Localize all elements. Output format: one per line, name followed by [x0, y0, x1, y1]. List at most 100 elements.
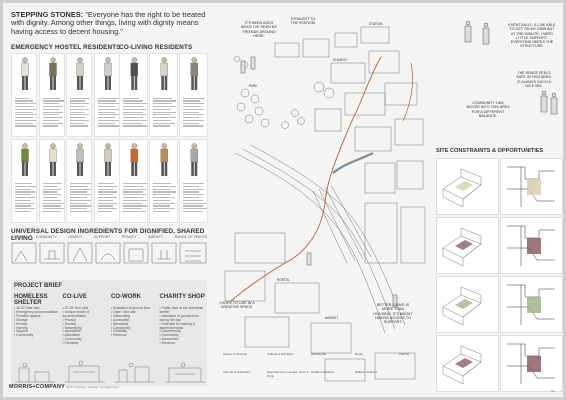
right-top-notes: EVENTUALLY, I'LL BE ABLE TO GET ON MY OW… [436, 11, 563, 146]
persona-card [11, 138, 37, 223]
site-diagram [500, 158, 563, 215]
speech-note-2: STRAIGHT TO THE STATION! [290, 17, 316, 26]
legend-item: Railway Stations [355, 370, 378, 374]
brief-item: • Networking [62, 325, 82, 330]
ingredient-label: RANGE OF SPACES [174, 235, 207, 239]
brief-item: • Community [111, 325, 131, 330]
brief-item: • Support [14, 329, 29, 334]
map-label-station: STATION [369, 22, 383, 26]
persona-card [66, 53, 92, 137]
brief-column-heading: CO-LIVE [62, 294, 87, 300]
brief-item: • Privacy [14, 321, 28, 326]
speech-note-6: I HOPE TO USE IN A CREATIVE SPACE. [219, 301, 255, 310]
project-brief: PROJECT BRIEF HOMELESS SHELTER• 16-22 Ye… [11, 280, 207, 386]
legend-item: Places of Worship [223, 352, 248, 356]
brief-item: • Affordable [111, 321, 129, 326]
persona-figure [160, 142, 168, 176]
legend-item: Parking [399, 352, 410, 356]
page-number: 04 [551, 389, 555, 393]
ingredient-label: AMENITY [148, 235, 164, 239]
brief-item: • Emergency accommodation [14, 309, 59, 314]
brief-item: • Homely [62, 321, 77, 326]
site-constraints: SITE CONSTRAINTS & OPPORTUNITIES [436, 148, 563, 397]
project-brief-title: PROJECT BRIEF [14, 283, 63, 289]
persona-figure [130, 57, 138, 90]
footer: MORRIS+COMPANY Shift Library, Hostel Com… [9, 384, 119, 390]
title-quote: "Everyone has the right to be treated wi… [11, 10, 206, 36]
brief-item: • Revenue [159, 341, 176, 346]
ingredients-sketch [11, 242, 207, 264]
persona-card [93, 138, 120, 223]
ingredients-heading: UNIVERSAL DESIGN INGREDIENTS FOR DIGNIFI… [11, 228, 205, 242]
brief-item: • Accessible [111, 317, 130, 322]
site-diagram [436, 217, 499, 274]
emergency-residents-grid [11, 53, 120, 223]
brief-item: • Networking [111, 313, 131, 318]
brief-item: • Affordable [62, 333, 80, 338]
persona-figure [48, 142, 57, 176]
brief-column: CO-LIVE• 22-35 Year olds• Unique model o… [63, 294, 110, 346]
ingredient-label: HOMELY [68, 235, 83, 239]
site-diagram [436, 158, 499, 215]
legend-item: Retail [355, 352, 363, 356]
brief-item: • Storage [14, 317, 29, 322]
persona-card [179, 53, 208, 137]
site-diagram [500, 217, 563, 274]
legend-item: Schools & Education [223, 370, 251, 374]
brief-item: • Volunteering [159, 329, 181, 334]
footer-sub: Shift Library, Hostel Competition [65, 385, 119, 389]
persona-card [179, 138, 208, 223]
brief-item: • Activation of ground floor [111, 306, 151, 310]
speech-note-3: EVENTUALLY, I'LL BE ABLE TO GET ON MY OW… [508, 23, 556, 49]
brief-item: • Open 7am-late [111, 309, 136, 314]
site-diagram [500, 276, 563, 333]
brief-item: • 22-35 Year olds [62, 306, 89, 310]
persona-figure [103, 57, 112, 90]
left-panel: STEPPING STONES: "Everyone has the right… [3, 3, 210, 397]
title-bold: STEPPING STONES: [11, 10, 84, 19]
map-label-hostel: HOSTEL [277, 278, 290, 282]
brief-item: • Privacy [62, 317, 76, 322]
brief-item: • Possible spaces [14, 313, 41, 318]
coliving-residents-grid [119, 53, 208, 223]
brief-item: • Revenue [111, 333, 127, 338]
map-label-market: MARKET [325, 316, 338, 320]
persona-card [11, 53, 37, 137]
persona-card [119, 53, 148, 137]
ingredient-label: PRIVACY [121, 235, 137, 239]
persona-card [149, 53, 178, 137]
brief-column: CO-WORK• Activation of ground floor• Ope… [111, 294, 158, 338]
persona-card [38, 138, 65, 223]
legend-item: Entertainment, Leisure, Food & Drink [267, 370, 309, 378]
brief-item: • Accessible [62, 329, 81, 334]
persona-card [38, 53, 65, 137]
right-personas-sketch [464, 20, 558, 115]
map-label-park: PARK [249, 84, 258, 88]
emergency-residents-heading: EMERGENCY HOSTEL RESIDENTS [11, 44, 121, 51]
ingredient-label: COMMUNITY [35, 235, 57, 239]
persona-figure [48, 57, 57, 90]
speech-note-7: BETTER LIVING IS MORE THAN HOUSING. IT'S… [373, 303, 413, 325]
ingredient-label: SAFETY [11, 235, 25, 239]
persona-figure [21, 57, 29, 90]
brief-item: • Homely [14, 325, 28, 330]
brief-sketch [15, 360, 205, 383]
speech-note-1: IT'S BEEN AGES SINCE I'VE SEEN MY FRIEND… [240, 21, 278, 38]
site-diagram [436, 335, 499, 392]
coliving-residents-heading: CO-LIVING RESIDENTS [119, 44, 193, 51]
site-map-sketch: STATION CHURCH PARK MARKET HOSTEL [224, 22, 426, 382]
brief-item: • Awareness [159, 337, 179, 342]
persona-figure [76, 57, 84, 90]
brief-column: HOMELESS SHELTER• 16-22 Year olds• Emerg… [14, 294, 61, 338]
brief-item: • Community [159, 333, 179, 338]
persona-figure [21, 142, 29, 176]
site-diagram [436, 276, 499, 333]
brief-item: • Flexibility [111, 329, 128, 334]
site-map: STATION CHURCH PARK MARKET HOSTEL IT'S B… [215, 3, 433, 397]
brief-item: • Community [62, 337, 82, 342]
persona-card [119, 138, 148, 223]
persona-card [149, 138, 178, 223]
speech-note-4: THE SPACE FEELS SAFE IN THIS AREA. IS AL… [516, 71, 552, 88]
